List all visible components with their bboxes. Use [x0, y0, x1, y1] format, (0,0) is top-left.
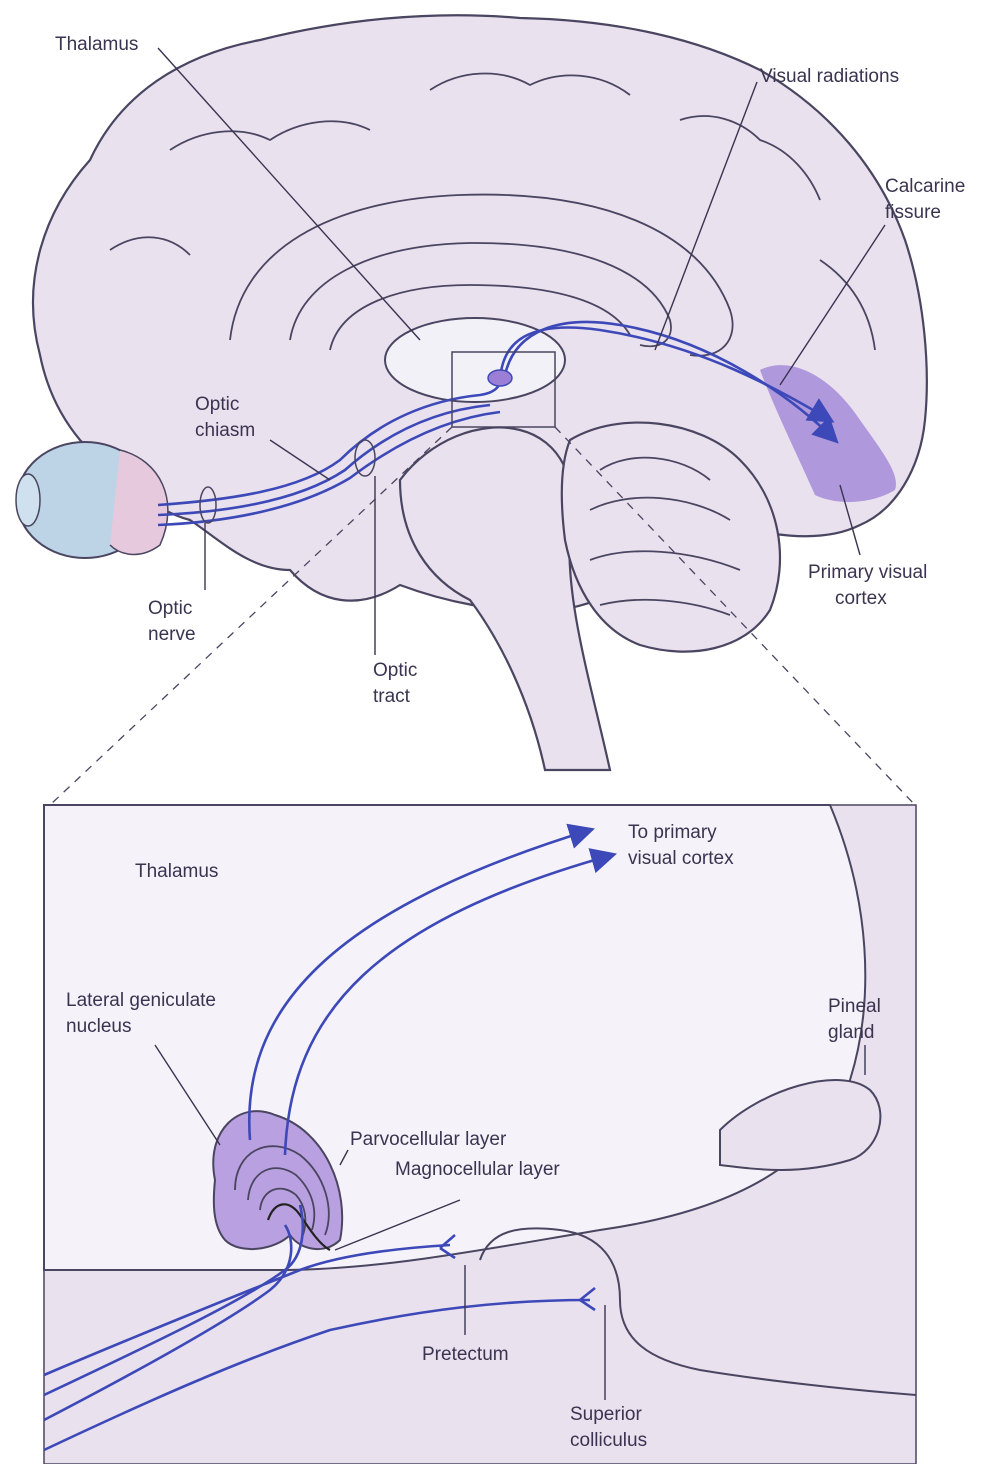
label-optic-nerve-2: nerve	[148, 624, 196, 645]
label-parvo: Parvocellular layer	[350, 1129, 507, 1150]
label-lgn-1: Lateral geniculate	[66, 990, 216, 1011]
label-calcarine-1: Calcarine	[885, 176, 965, 197]
label-calcarine-2: fissure	[885, 202, 941, 223]
label-optic-chiasm-1: Optic	[195, 394, 239, 415]
label-magno: Magnocellular layer	[395, 1159, 560, 1180]
label-lgn-2: nucleus	[66, 1016, 132, 1037]
label-primary-cortex-1: Primary visual	[808, 562, 927, 583]
lgn-small	[488, 370, 512, 386]
label-to-cortex-2: visual cortex	[628, 848, 734, 869]
label-visual-radiations: Visual radiations	[760, 66, 899, 87]
cornea	[16, 474, 40, 526]
label-optic-tract-1: Optic	[373, 660, 417, 681]
label-optic-chiasm-2: chiasm	[195, 420, 255, 441]
label-thalamus: Thalamus	[55, 34, 138, 55]
label-colliculus-2: colliculus	[570, 1430, 647, 1451]
brain-section	[16, 15, 927, 805]
label-optic-nerve-1: Optic	[148, 598, 192, 619]
label-pineal-1: Pineal	[828, 996, 881, 1017]
label-inset-thalamus: Thalamus	[135, 861, 218, 882]
label-primary-cortex-2: cortex	[835, 588, 887, 609]
label-pretectum: Pretectum	[422, 1344, 509, 1365]
label-to-cortex-1: To primary	[628, 822, 717, 843]
label-optic-tract-2: tract	[373, 686, 411, 707]
label-colliculus-1: Superior	[570, 1404, 642, 1425]
label-pineal-2: gland	[828, 1022, 875, 1043]
